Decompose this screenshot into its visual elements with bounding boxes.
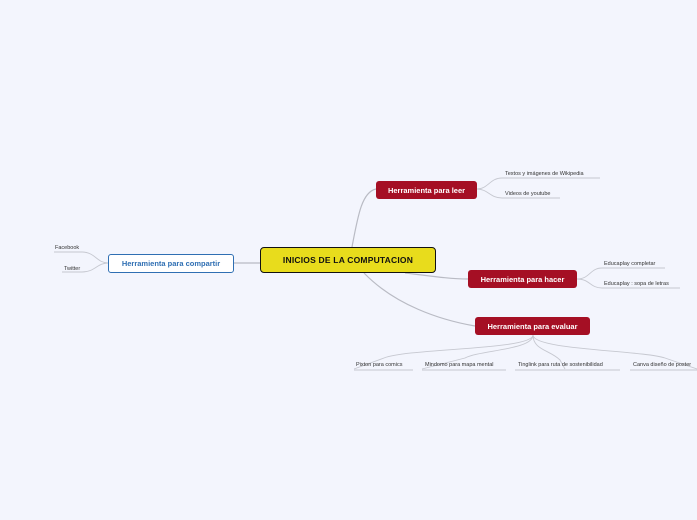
connector-evaluar-canva [532, 334, 697, 370]
branch-herramienta-compartir[interactable]: Herramienta para compartir [108, 254, 234, 273]
leaf-educaplay-completar[interactable]: Educaplay completar [604, 261, 656, 267]
leaf-facebook[interactable]: Facebook [55, 245, 80, 251]
leaf-youtube[interactable]: Videos de youtube [505, 191, 551, 197]
leaf-twitter[interactable]: Twitter [64, 266, 81, 272]
branch-leer-label: Herramienta para leer [387, 185, 466, 195]
connector-central-hacer [404, 272, 469, 280]
connector-central-evaluar [363, 272, 476, 327]
connector-leer-youtube [476, 188, 560, 199]
connector-central-leer [351, 188, 377, 248]
central-topic-label: INICIOS DE LA COMPUTACION [282, 255, 414, 265]
connector-hacer-sopa [576, 278, 680, 289]
central-topic[interactable]: INICIOS DE LA COMPUTACION [260, 247, 436, 273]
branch-hacer-label: Herramienta para hacer [480, 274, 565, 284]
connector-leer-wikipedia [476, 177, 600, 190]
branch-herramienta-leer[interactable]: Herramienta para leer [376, 181, 477, 199]
leaf-tinglink[interactable]: Tinglink para ruta de sostenibilidad [518, 362, 603, 368]
connector-evaluar-mindomo [421, 334, 534, 370]
leaf-wikipedia[interactable]: Textos y imágenes de Wikipedia [505, 171, 584, 177]
branch-compartir-label: Herramienta para compartir [121, 259, 221, 268]
leaf-canva[interactable]: Canva diseño de poster [633, 362, 692, 368]
branch-herramienta-hacer[interactable]: Herramienta para hacer [468, 270, 577, 288]
leaf-mindomo[interactable]: Mindomo para mapa mental [425, 362, 494, 368]
branch-evaluar-label: Herramienta para evaluar [487, 321, 578, 331]
leaf-educaplay-sopa[interactable]: Educaplay : sopa de letras [604, 281, 669, 287]
connector-evaluar-tinglink [532, 334, 566, 370]
connector-hacer-completar [576, 267, 665, 280]
branch-herramienta-evaluar[interactable]: Herramienta para evaluar [475, 317, 590, 335]
leaf-pixton[interactable]: Pixton para comics [356, 362, 403, 368]
connector-compartir-twitter [62, 262, 109, 273]
connector-compartir-facebook [54, 251, 109, 264]
connector-evaluar-pixton [353, 334, 534, 370]
